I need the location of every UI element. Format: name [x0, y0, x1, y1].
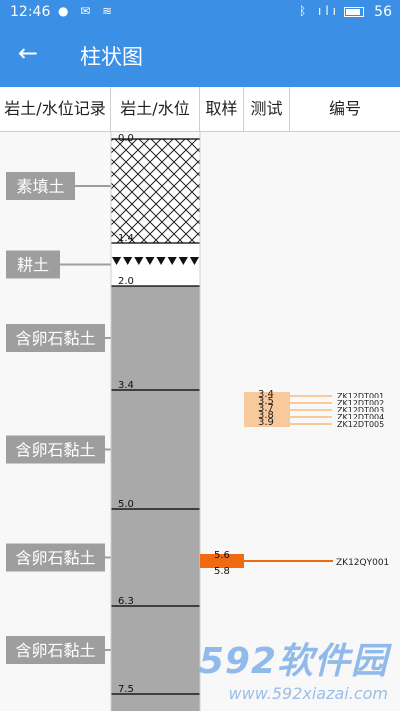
watermark: 592软件园 www.592xiazai.com	[199, 632, 388, 703]
test-id: ZK12DT004	[337, 413, 384, 422]
layer-triangle-mark	[156, 257, 166, 265]
layer-fill-solid	[111, 286, 200, 390]
depth-label: 0.0	[118, 133, 134, 144]
depth-label: 2.0	[118, 276, 134, 287]
back-arrow-icon[interactable]: ←	[18, 39, 39, 67]
column-header: 岩土/水位记录 岩土/水位 取样 测试 编号	[0, 87, 400, 132]
depth-label: 7.5	[118, 684, 134, 695]
layer-label-box	[6, 435, 105, 464]
test-marker	[244, 392, 290, 399]
sample-id-bg	[333, 555, 393, 567]
sample-top-depth: 5.6	[214, 550, 230, 561]
battery-level: 56	[374, 4, 392, 20]
layer-label-box	[6, 543, 105, 572]
depth-label: 6.3	[118, 596, 134, 607]
layer-triangle-mark	[178, 257, 188, 265]
depth-label: 1.4	[118, 233, 134, 244]
status-time: 12:46	[10, 4, 51, 20]
test-depth: 3.9	[258, 417, 274, 428]
header-col-layer: 岩土/水位	[111, 87, 200, 131]
watermark-url: www.592xiazai.com	[228, 684, 388, 703]
chart-canvas: 素填土耕土含卵石黏土含卵石黏土含卵石黏土含卵石黏土0.01.42.03.45.0…	[6, 132, 393, 711]
layer-fill-crosshatch	[111, 139, 200, 243]
layer-label-box	[6, 636, 105, 664]
header-col-id: 编号	[328, 99, 361, 118]
test-marker	[244, 406, 290, 413]
test-depth: 3.5	[258, 396, 274, 407]
test-depth: 3.4	[258, 389, 274, 400]
sample-marker	[200, 554, 244, 568]
test-id: ZK12DT001	[337, 392, 384, 401]
watermark-logo: 592软件园	[198, 641, 388, 682]
notification-icons: ● ✉ ≋	[58, 4, 117, 18]
layer-triangle-mark	[167, 257, 177, 265]
status-bar: 12:46 ● ✉ ≋ ᛒ ılı 56	[0, 0, 400, 25]
layer-triangle-mark	[189, 257, 199, 265]
layer-label-box	[6, 250, 60, 279]
test-id-bg	[333, 412, 393, 422]
layer-label: 含卵石黏土	[15, 329, 95, 348]
header-col-sample: 取样	[200, 87, 244, 131]
layer-triangle-mark	[123, 257, 133, 265]
layer-fill-solid	[111, 606, 200, 711]
layer-label-box	[6, 172, 75, 200]
layer-fill-solid	[111, 390, 200, 509]
test-depth: 3.8	[258, 410, 274, 421]
test-marker	[244, 399, 290, 406]
page-title: 柱状图	[80, 45, 143, 69]
layer-label-box	[6, 324, 105, 352]
app-bar: ← 柱状图	[0, 25, 400, 87]
test-marker	[244, 420, 290, 427]
depth-label: 5.0	[118, 499, 134, 510]
test-id: ZK12DT005	[337, 420, 384, 429]
layer-triangle-mark	[112, 257, 122, 265]
sample-bottom-depth: 5.8	[214, 566, 230, 577]
layer-fill-solid	[111, 509, 200, 606]
depth-label: 3.4	[118, 380, 134, 391]
layer-label: 含卵石黏土	[15, 549, 95, 568]
header-col-test: 测试	[244, 87, 290, 131]
test-id: ZK12DT002	[337, 399, 384, 408]
test-id-bg	[333, 405, 393, 415]
test-depth: 3.7	[258, 403, 274, 414]
layer-triangle-mark	[145, 257, 155, 265]
battery-icon	[344, 7, 364, 17]
sample-id: ZK12QY001	[336, 558, 389, 568]
layer-label: 含卵石黏土	[15, 641, 95, 660]
test-marker	[244, 413, 290, 420]
header-col-record: 岩土/水位记录	[0, 87, 111, 131]
layer-label: 含卵石黏土	[15, 441, 95, 460]
test-id: ZK12DT003	[337, 406, 384, 415]
test-id-bg	[333, 398, 393, 408]
layer-fill-plain	[111, 243, 200, 286]
signal-icons: ᛒ ılı	[298, 4, 340, 18]
layer-label: 素填土	[16, 177, 64, 196]
layer-triangle-mark	[134, 257, 144, 265]
layer-label: 耕土	[17, 256, 49, 275]
test-id-bg	[333, 391, 393, 401]
test-id-bg	[333, 419, 393, 429]
